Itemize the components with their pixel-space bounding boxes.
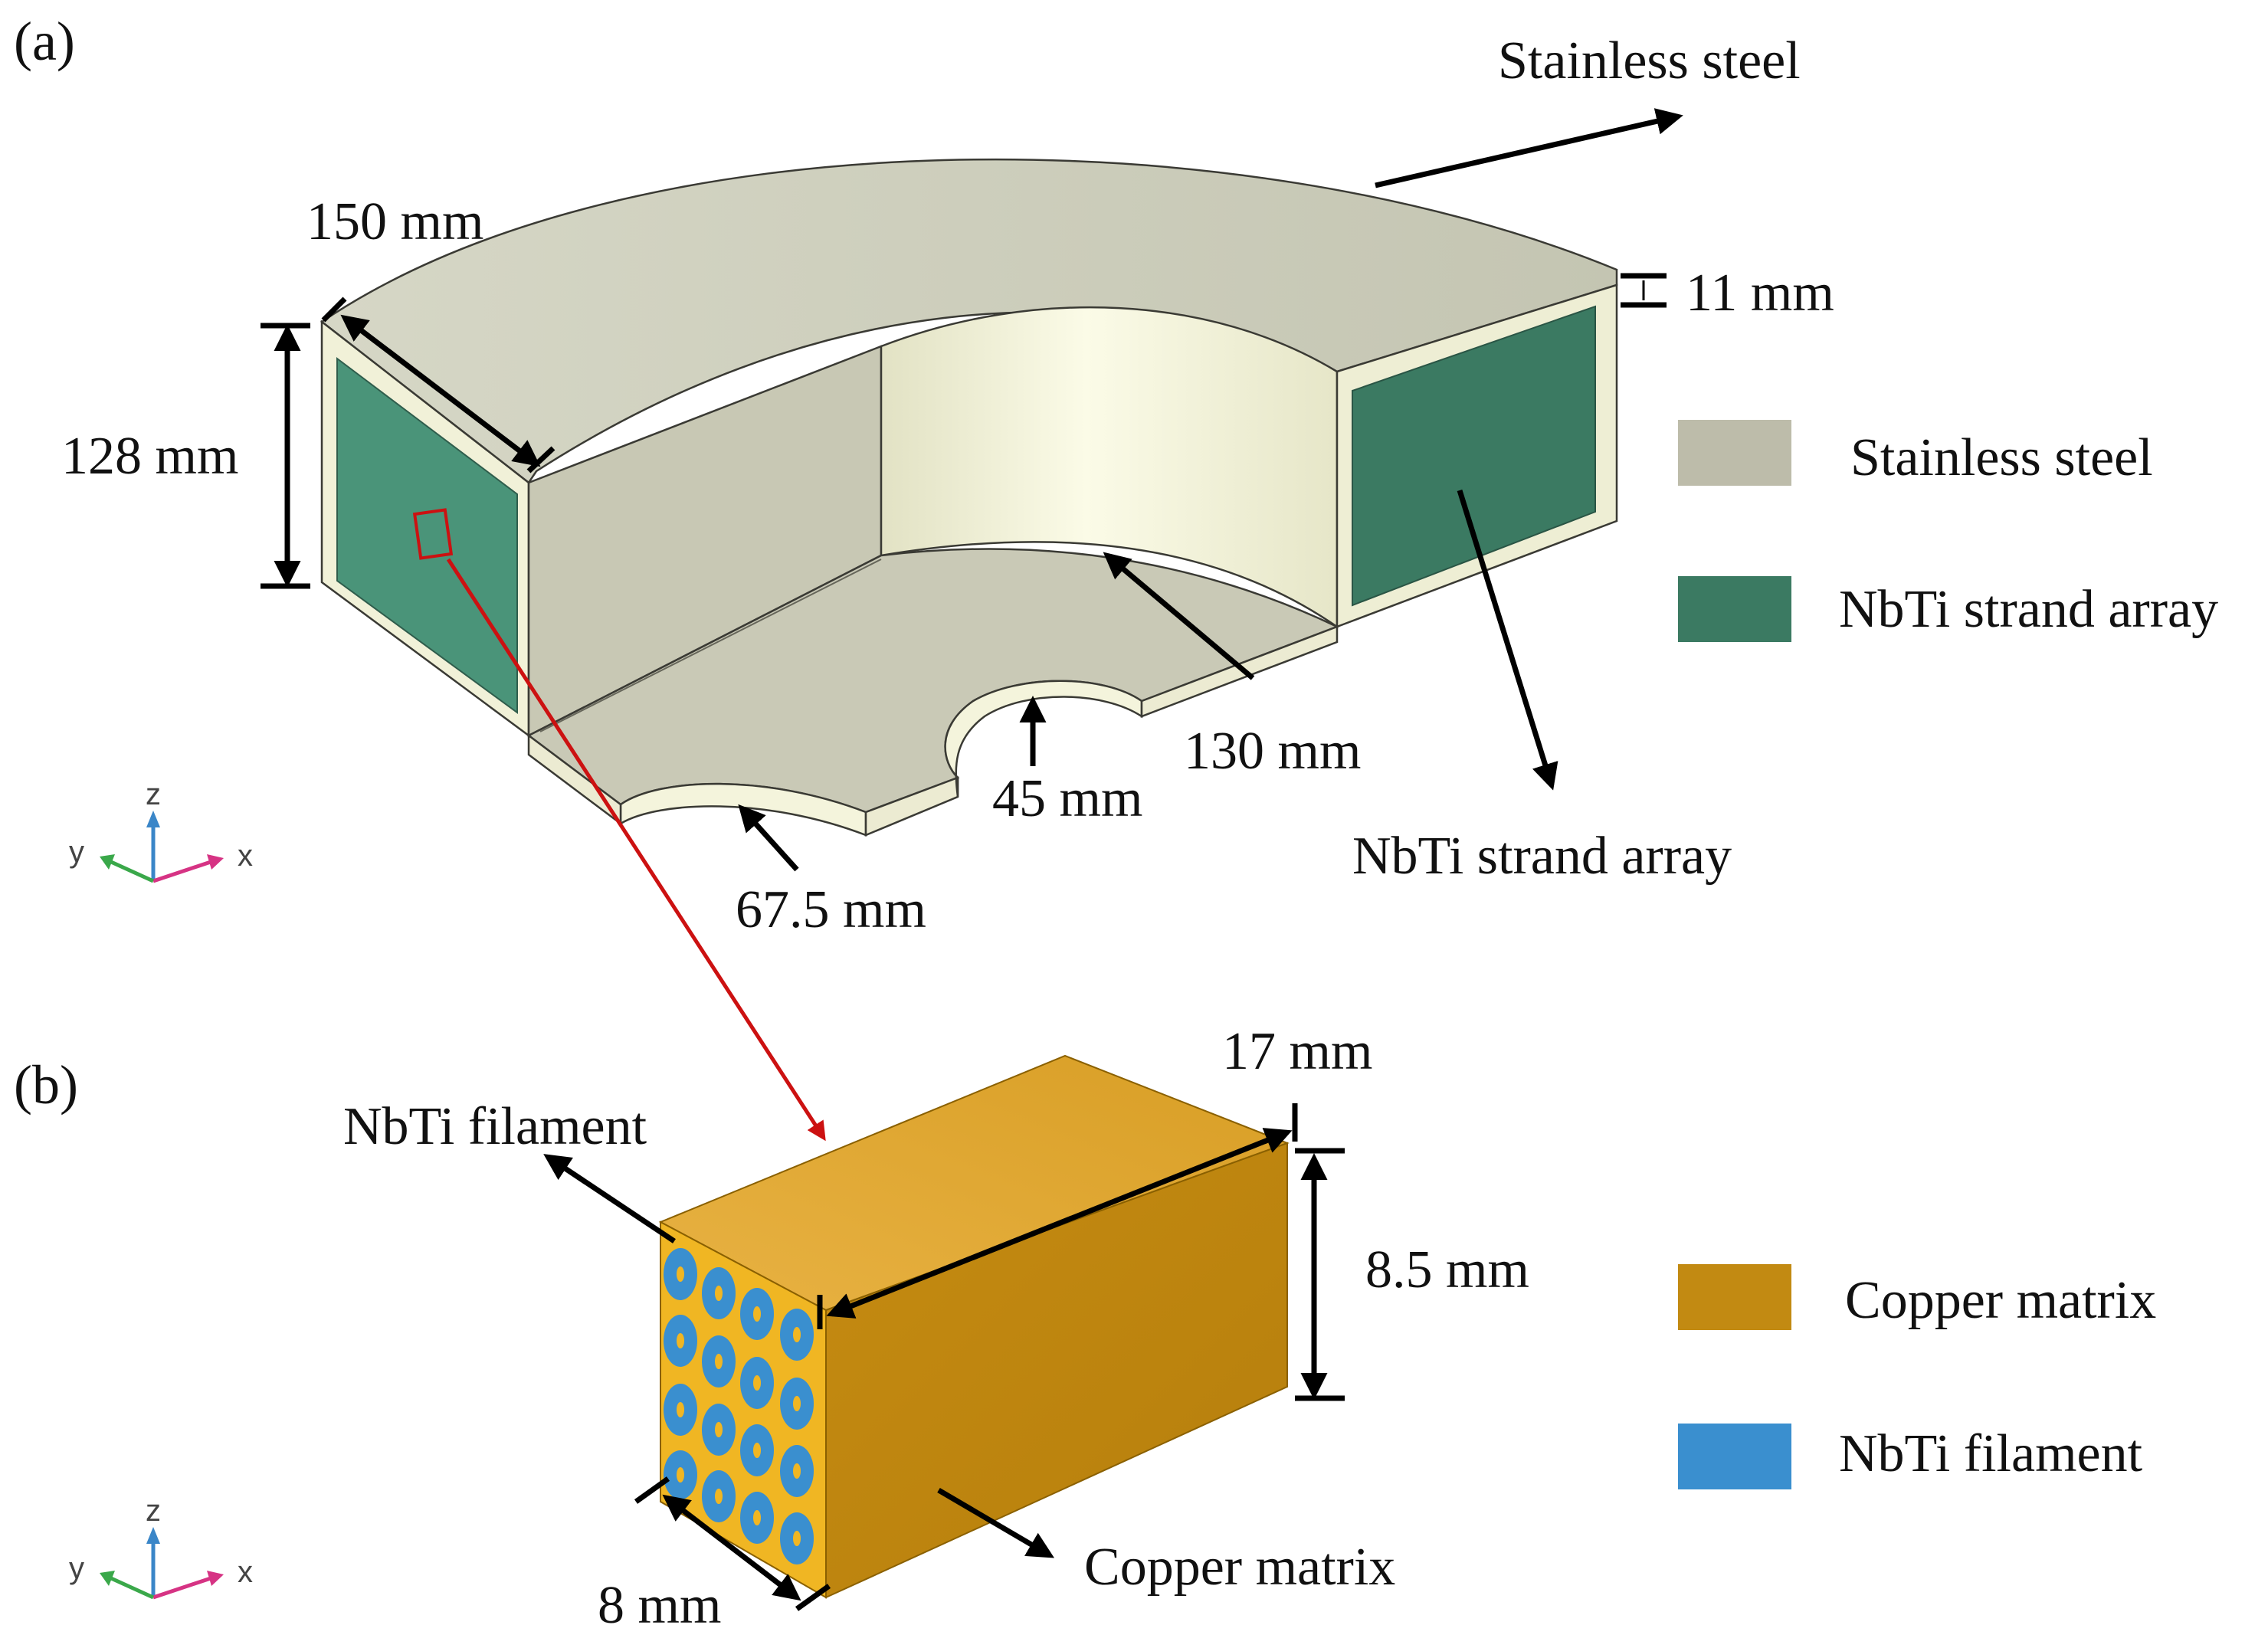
legend-swatch-nbti-array [1678, 576, 1791, 642]
legend-steel-label: Stainless steel [1850, 428, 2153, 487]
callout-steel-label: Stainless steel [1498, 31, 1801, 90]
filament [702, 1470, 736, 1522]
axis-b-z: z [146, 1494, 161, 1528]
filament [740, 1492, 774, 1544]
dim-strand-width-label: 8 mm [598, 1576, 721, 1635]
zoom-window [412, 508, 454, 560]
zoom-arrow [446, 558, 826, 1142]
legend-swatch-steel [1678, 420, 1791, 486]
filament [740, 1357, 774, 1409]
housing-seam [539, 559, 882, 732]
axis-a-y: y [69, 835, 84, 869]
legend-copper-label: Copper matrix [1845, 1271, 2156, 1330]
axis-a-x: x [238, 839, 253, 873]
legend-nbti-array-label: NbTi strand array [1839, 580, 2218, 639]
filament [664, 1384, 697, 1436]
callout-copper: Copper matrix [937, 1487, 1395, 1597]
dim-strand-width: 8 mm [598, 1476, 831, 1635]
legend-b: Copper matrix NbTi filament [1678, 1264, 2156, 1489]
dim-wall-label: 11 mm [1686, 264, 1834, 323]
filament [740, 1424, 774, 1476]
dim-width-label: 150 mm [306, 192, 483, 251]
housing-top-face [320, 158, 1618, 484]
callout-130: 130 mm [1103, 552, 1361, 781]
callout-nbti-array: NbTi strand array [1352, 489, 1732, 886]
panel-b-label: (b) [14, 1054, 78, 1116]
callout-67: 67.5 mm [736, 804, 926, 939]
callout-copper-label: Copper matrix [1084, 1538, 1395, 1597]
callout-filament: NbTi filament [343, 1097, 676, 1243]
callout-130-label: 130 mm [1184, 722, 1361, 781]
dim-length-label: 17 mm [1222, 1022, 1372, 1081]
legend-filament-label: NbTi filament [1839, 1424, 2143, 1483]
dim-strand-height: 8.5 mm [1295, 1148, 1529, 1401]
dim-width: 150 mm [306, 192, 556, 473]
axis-triad-b: z x y [69, 1494, 253, 1600]
filament [664, 1248, 697, 1300]
axis-b-y: y [69, 1551, 84, 1585]
callout-67-label: 67.5 mm [736, 880, 926, 939]
filament [664, 1450, 697, 1499]
filament [702, 1267, 736, 1319]
axis-a-z: z [146, 778, 161, 811]
callout-45: 45 mm [992, 696, 1142, 828]
callout-steel: Stainless steel [1375, 31, 1801, 188]
filament [780, 1512, 814, 1564]
dim-strand-height-label: 8.5 mm [1365, 1240, 1529, 1299]
axis-triad-a: z x y [69, 778, 253, 883]
filament [664, 1315, 697, 1367]
filament [780, 1378, 814, 1430]
filament [780, 1309, 814, 1361]
filament [780, 1445, 814, 1497]
filament [702, 1404, 736, 1456]
legend-a: Stainless steel NbTi strand array [1678, 420, 2218, 642]
dim-height-label: 128 mm [61, 427, 238, 486]
panel-a-label: (a) [14, 11, 75, 72]
legend-swatch-filament [1678, 1424, 1791, 1489]
housing-flange-right-edge [1140, 625, 1339, 718]
dim-length: 17 mm [817, 1022, 1372, 1329]
callout-filament-label: NbTi filament [343, 1097, 647, 1156]
callout-45-label: 45 mm [992, 769, 1142, 828]
housing-model [320, 158, 1618, 837]
filament [702, 1335, 736, 1388]
filament [740, 1288, 774, 1340]
strand-model [658, 1054, 1290, 1599]
dim-height: 128 mm [61, 323, 310, 589]
axis-b-x: x [238, 1555, 253, 1589]
dim-wall: 11 mm [1621, 264, 1834, 323]
callout-nbti-array-label: NbTi strand array [1352, 827, 1732, 886]
right-nbti-array [1352, 305, 1596, 607]
legend-swatch-copper [1678, 1264, 1791, 1330]
